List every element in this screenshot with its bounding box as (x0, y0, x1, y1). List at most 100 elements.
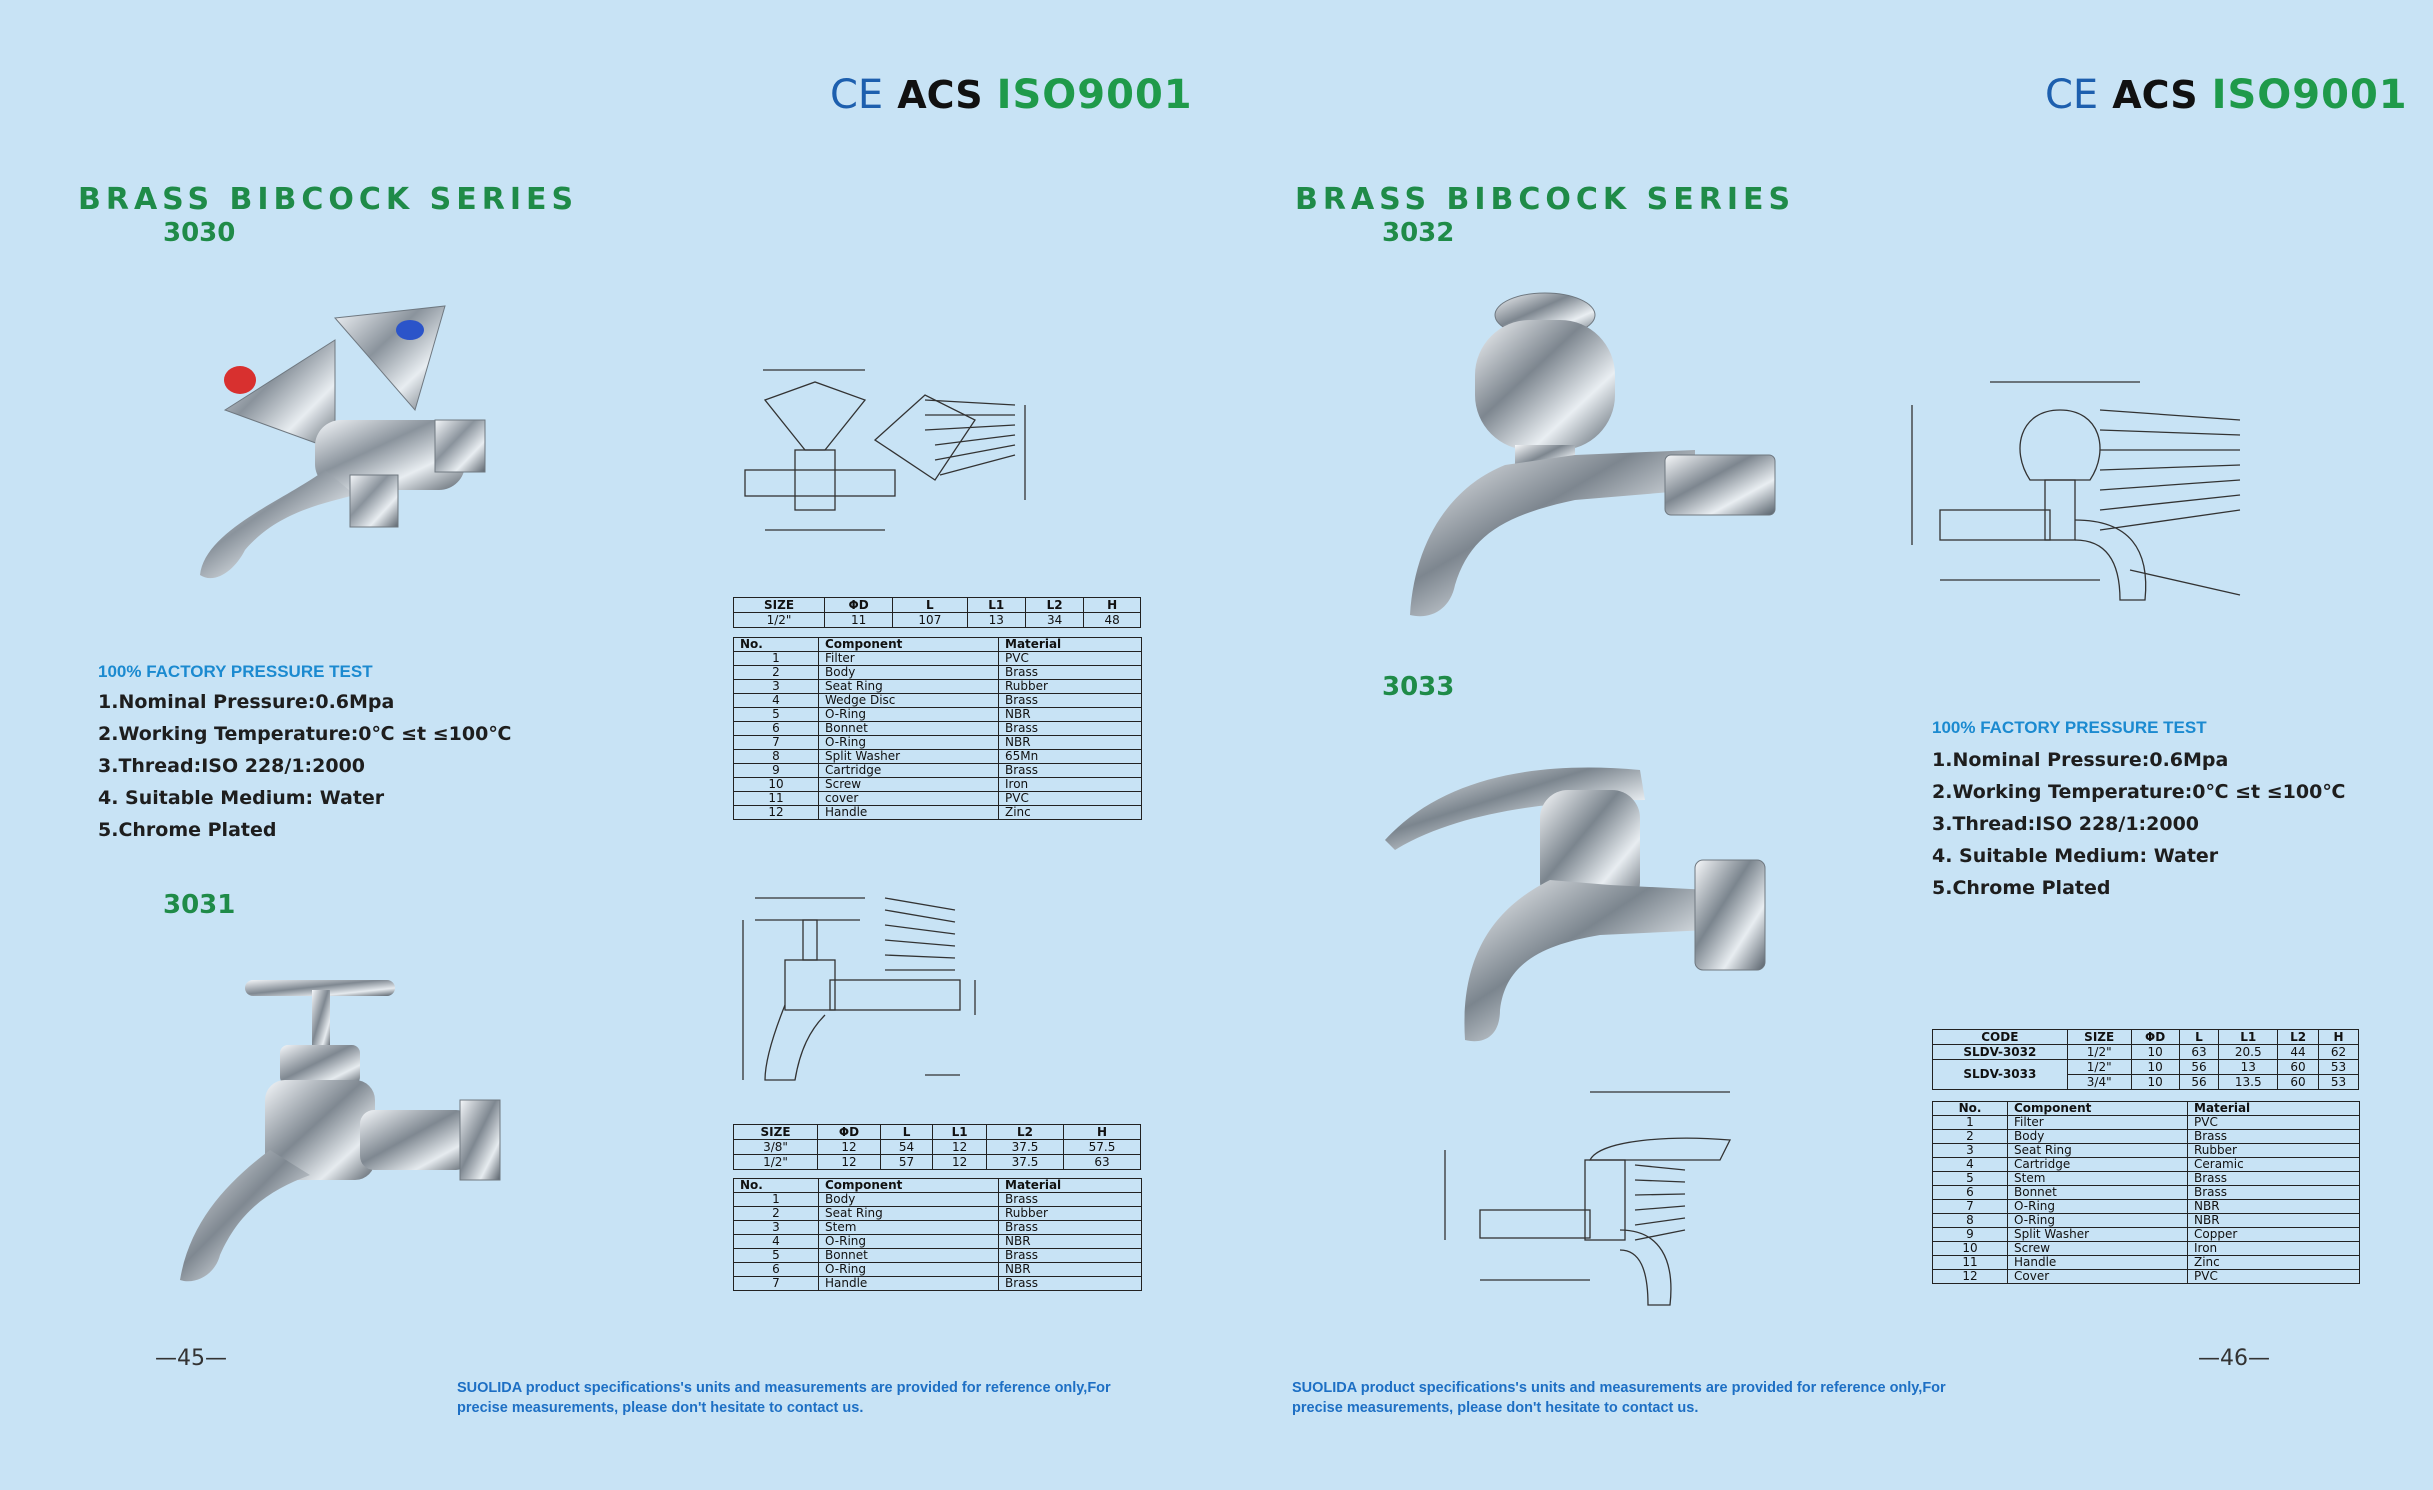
spec-item: 5.Chrome Plated (98, 819, 277, 841)
table-cell: 1/2" (2066, 1059, 2132, 1075)
table-cell: Bonnet (2007, 1185, 2188, 1200)
table-cell: Stem (2007, 1171, 2188, 1186)
table-cell: 10 (2130, 1044, 2180, 1060)
table-cell: O-Ring (818, 1262, 999, 1277)
component-table-3030-header: No. Component Material (733, 637, 1142, 652)
size-table-3032-3033: CODE SIZE ΦD L L1 L2 H SLDV-3032 1/2" 10… (1932, 1029, 2359, 1090)
table-cell: 57 (879, 1154, 934, 1170)
table-cell: 13 (966, 612, 1026, 628)
table-cell: SLDV-3033 (1932, 1059, 2068, 1090)
model-3030-label: 3030 (163, 218, 236, 248)
table-cell: 63 (1063, 1154, 1141, 1170)
size-table-3030-header: SIZE ΦD L L1 L2 H (732, 597, 1141, 613)
faucet-3031-photo (160, 950, 530, 1290)
table-cell: 3 (733, 1220, 819, 1235)
table-cell: Split Washer (818, 749, 999, 764)
col-l: L (2178, 1029, 2220, 1045)
page-number-right: —46— (2198, 1346, 2270, 1371)
table-cell: 48 (1083, 612, 1141, 628)
table-cell: O-Ring (818, 735, 999, 750)
spec-list-right: 1.Nominal Pressure:0.6Mpa 2.Working Temp… (1932, 744, 2345, 904)
table-cell: 65Mn (998, 749, 1142, 764)
ce-mark: CE (830, 72, 884, 118)
table-cell: 10 (1932, 1241, 2008, 1256)
table-cell: 3/4" (2066, 1074, 2132, 1090)
table-cell: 3 (1932, 1143, 2008, 1158)
col-l1: L1 (2218, 1029, 2279, 1045)
table-cell: Iron (2187, 1241, 2360, 1256)
table-cell: 13 (2218, 1059, 2279, 1075)
acs-mark: ACS (897, 73, 983, 117)
col-l2: L2 (2277, 1029, 2320, 1045)
col-l: L (879, 1124, 934, 1140)
col-no: No. (733, 1178, 819, 1193)
table-cell: Screw (818, 777, 999, 792)
table-cell: Body (818, 1192, 999, 1207)
table-cell: Rubber (998, 679, 1142, 694)
table-cell: Bonnet (818, 1248, 999, 1263)
size-table-3030: SIZE ΦD L L1 L2 H 1/2" 11 107 13 34 48 (732, 597, 1141, 628)
table-cell: 9 (733, 763, 819, 778)
table-cell: NBR (998, 707, 1142, 722)
table-cell: 57.5 (1063, 1139, 1141, 1155)
technical-drawing-3031 (735, 890, 1015, 1090)
table-cell: 56 (2178, 1074, 2220, 1090)
col-size: SIZE (2066, 1029, 2132, 1045)
col-l1: L1 (932, 1124, 988, 1140)
col-h: H (1083, 597, 1141, 613)
table-cell: NBR (2187, 1213, 2360, 1228)
table-cell: 20.5 (2218, 1044, 2279, 1060)
spec-item: 4. Suitable Medium: Water (1932, 845, 2219, 867)
table-cell: 7 (733, 735, 819, 750)
component-table-right-header: No. Component Material (1932, 1101, 2360, 1116)
table-cell: 56 (2178, 1059, 2220, 1075)
table-cell: Seat Ring (2007, 1143, 2188, 1158)
faucet-3033-photo (1380, 740, 1800, 1050)
table-cell: 1 (733, 1192, 819, 1207)
pressure-test-heading-right: 100% FACTORY PRESSURE TEST (1932, 718, 2207, 737)
table-cell: 1/2" (732, 1154, 819, 1170)
table-cell: SLDV-3032 (1932, 1044, 2068, 1060)
series-title-right: BRASS BIBCOCK SERIES (1295, 182, 1796, 217)
col-material: Material (998, 637, 1142, 652)
model-3031-label: 3031 (163, 890, 236, 920)
table-cell: 44 (2277, 1044, 2320, 1060)
table-cell: 12 (1932, 1269, 2008, 1284)
table-cell: Cover (2007, 1269, 2188, 1284)
table-cell: Brass (998, 693, 1142, 708)
col-no: No. (733, 637, 819, 652)
technical-drawing-3030 (725, 360, 1055, 550)
col-material: Material (2187, 1101, 2360, 1116)
table-cell: 5 (733, 1248, 819, 1263)
table-row: SLDV-3032 1/2" 10 63 20.5 44 62 (1932, 1044, 2359, 1060)
table-cell: Handle (2007, 1255, 2188, 1270)
model-3032-label: 3032 (1382, 218, 1455, 248)
spec-item: 2.Working Temperature:0℃ ≤t ≤100℃ (1932, 781, 2346, 803)
table-cell: Filter (818, 651, 999, 666)
col-size: SIZE (732, 597, 826, 613)
table-row: 3/8" 12 54 12 37.5 57.5 (732, 1139, 1141, 1155)
table-cell: 53 (2318, 1074, 2359, 1090)
table-cell: O-Ring (2007, 1199, 2188, 1214)
table-cell: 4 (733, 1234, 819, 1249)
col-component: Component (2007, 1101, 2188, 1116)
table-cell: Brass (2187, 1129, 2360, 1144)
table-cell: 5 (733, 707, 819, 722)
col-l1: L1 (966, 597, 1026, 613)
iso-mark: ISO9001 (996, 72, 1193, 118)
table-cell: 53 (2318, 1059, 2359, 1075)
table-cell: cover (818, 791, 999, 806)
